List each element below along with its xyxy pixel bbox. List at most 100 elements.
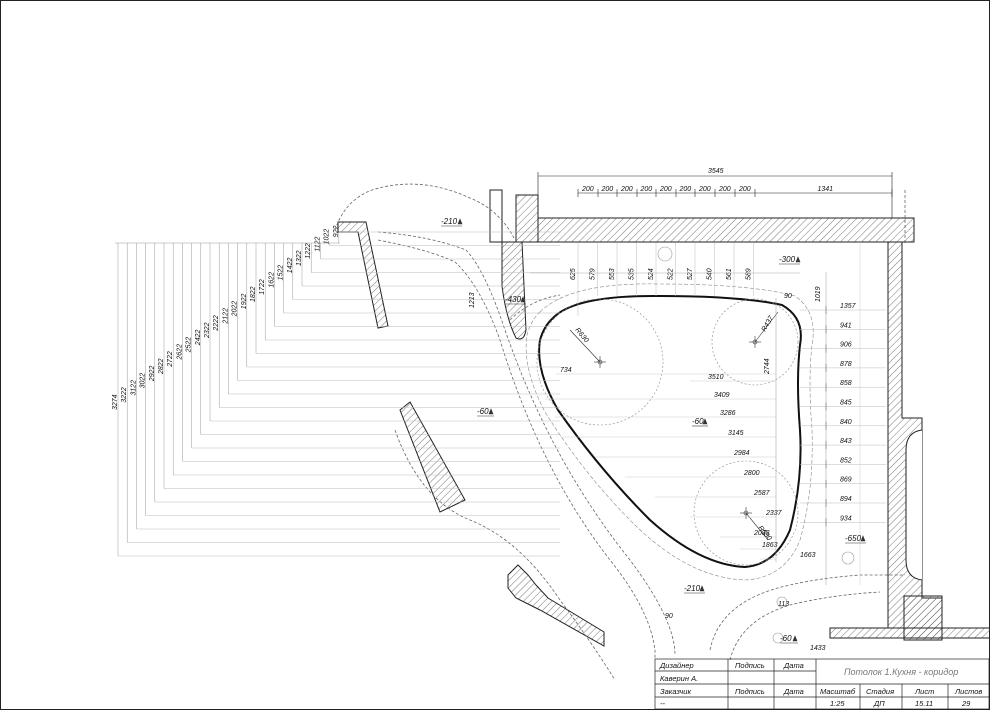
tb-sheet-value: 15.11 [915, 699, 933, 708]
tb-sheets-label: Листов [954, 687, 982, 696]
top-segment-label-1: 200 [601, 186, 614, 193]
right-label-4: 858 [840, 380, 852, 387]
right-wall-opening [905, 429, 923, 581]
top-segment-label-9: 1341 [818, 186, 834, 193]
stair-label-22: 1122 [314, 236, 321, 251]
tb-drawing-title: Потолок 1.Кухня - коридор [844, 667, 958, 677]
stair-label-12: 2122 [222, 308, 229, 325]
vert-label-3: 535 [629, 268, 636, 280]
inner-label-6: 2800 [743, 470, 760, 477]
walls [337, 189, 990, 647]
tb-designer-label: Дизайнер [659, 661, 694, 670]
right-label-6: 840 [840, 419, 852, 426]
top-segment-label-2: 200 [620, 186, 633, 193]
radius-label-1: R630 [573, 327, 589, 344]
right-label-7: 843 [840, 438, 852, 445]
ceiling-island-contour [538, 294, 802, 569]
tb-stage-label: Стадия [866, 687, 894, 696]
right-label-8: 852 [840, 457, 852, 464]
level-mark-7: -210 [684, 584, 701, 593]
radius-circles [536, 298, 799, 566]
stair-label-3: 3022 [140, 373, 147, 389]
tb-signature-label-2: Подпись [735, 687, 765, 696]
inner-label-1: 3510 [708, 374, 724, 381]
vert-label-0: 625 [570, 268, 577, 280]
stair-label-7: 2622 [176, 344, 183, 361]
tb-sheets-value: 29 [961, 699, 971, 708]
right-label-3: 878 [840, 361, 852, 368]
top-segment-label-8: 200 [738, 186, 751, 193]
vert-label-9: 589 [746, 268, 753, 280]
tb-scale-value: 1:25 [830, 699, 845, 708]
stair-label-14: 1922 [241, 294, 248, 310]
stair-label-13: 2022 [232, 301, 239, 318]
inner-label-3: 3286 [720, 410, 736, 417]
top-segment-label-4: 200 [659, 186, 672, 193]
stair-label-1: 3222 [121, 387, 128, 403]
tb-customer-value: -- [660, 699, 665, 708]
tb-customer-label: Заказчик [660, 687, 691, 696]
right-label-2: 906 [840, 342, 852, 349]
top-overall-dim: 3545 [708, 168, 724, 175]
vert-label-4: 524 [648, 268, 655, 280]
tb-sheet-label: Лист [914, 687, 934, 696]
stair-label-18: 1522 [278, 265, 285, 281]
inner-label-5: 2984 [733, 450, 750, 457]
stair-label-15: 1822 [250, 286, 257, 302]
bottom-right-wall [829, 627, 990, 639]
stair-label-17: 1622 [268, 272, 275, 288]
left-wall-top [337, 221, 389, 329]
bottom-left-wall [507, 564, 605, 647]
light-fixture-2 [841, 551, 855, 565]
level-mark-arrows [441, 218, 866, 644]
stair-label-24: 922 [333, 225, 340, 237]
tb-scale-label: Масштаб [820, 687, 856, 696]
tb-signature-label: Подпись [735, 661, 765, 670]
right-label-0: 1357 [840, 303, 857, 310]
inner-dimension-lines: 7343510340932863145298428002587233720381… [545, 298, 816, 562]
stair-label-11: 2222 [213, 315, 220, 332]
light-fixture-1 [657, 246, 673, 262]
radius-circle-3 [693, 460, 799, 566]
top-wall-left-block [515, 194, 539, 243]
right-label-5: 845 [840, 400, 852, 407]
top-segment-label-0: 200 [581, 186, 594, 193]
inner-label-0: 734 [560, 367, 572, 374]
inner-label-7: 2587 [753, 490, 771, 497]
radius-circle-1 [536, 298, 664, 426]
top-wall [537, 217, 915, 243]
ceiling-soffit-curve [501, 241, 527, 340]
top-segment-label-6: 200 [698, 186, 711, 193]
rise-dim-1213: 1213 [469, 292, 476, 308]
inner-label-8: 2337 [765, 510, 783, 517]
stair-label-16: 1722 [259, 279, 266, 295]
right-label-11: 934 [840, 515, 852, 522]
top-segment-label-7: 200 [718, 186, 731, 193]
light-fixture-4 [772, 632, 784, 644]
right-label-9: 869 [840, 477, 852, 484]
level-mark-3: -430 [505, 295, 522, 304]
stair-label-4: 2922 [149, 366, 156, 383]
stair-label-8: 2522 [186, 337, 193, 354]
ceiling-offset-contour [525, 283, 814, 581]
top-segment-label-5: 200 [679, 186, 692, 193]
tb-stage-value: ДП [873, 699, 885, 708]
level-mark-4: -60 [477, 407, 489, 416]
level-mark-2: -300 [779, 255, 796, 264]
stair-label-6: 2722 [167, 351, 174, 368]
radius-circle-2 [711, 298, 799, 386]
tb-date-label-2: Дата [783, 687, 804, 696]
left-partition [399, 401, 466, 513]
rise-dim-90: 90 [784, 293, 792, 300]
rise-dim-1019: 1019 [815, 286, 822, 302]
inner-label-9: 2038 [753, 530, 770, 537]
vert-label-8: 561 [726, 268, 733, 280]
right-label-1: 941 [840, 322, 852, 329]
inner-label-11: 1663 [800, 552, 816, 559]
